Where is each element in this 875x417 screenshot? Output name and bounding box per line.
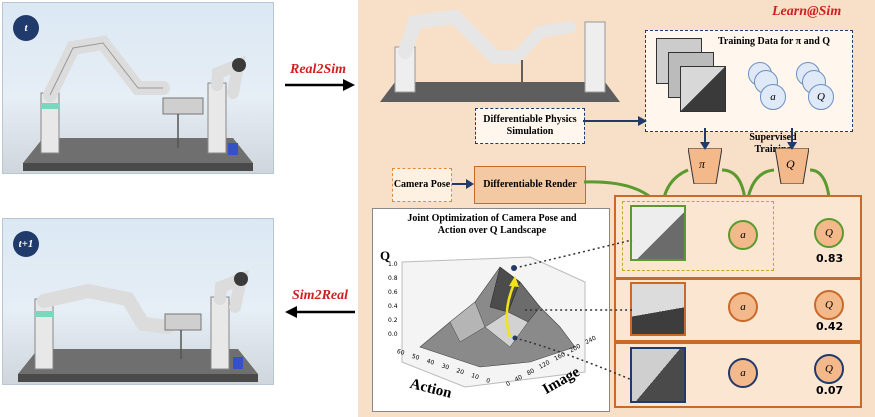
real-robot-image-t1: t+1 bbox=[2, 218, 274, 385]
plot-z-ticks: 1.0 0.8 0.6 0.4 0.2 0.0 bbox=[388, 258, 398, 342]
candidate-1-action: a bbox=[728, 220, 758, 250]
z-tick: 0.8 bbox=[388, 275, 398, 282]
robot-arms-illustration bbox=[23, 35, 253, 171]
candidate-2-q-value: 0.42 bbox=[816, 320, 844, 333]
q-node-label: Q bbox=[786, 157, 795, 171]
pi-node bbox=[688, 148, 722, 184]
sim-title: Learn@Sim bbox=[772, 4, 842, 19]
z-tick: 0.6 bbox=[388, 289, 398, 296]
candidate-3-q: Q bbox=[814, 354, 844, 384]
diff-physics-box: Differentiable Physics Simulation bbox=[475, 108, 585, 144]
train-a-circle-3: a bbox=[760, 84, 786, 110]
candidate-1-q: Q bbox=[814, 218, 844, 248]
candidate-3-q-value: 0.07 bbox=[816, 384, 844, 397]
sim-robot-render bbox=[380, 9, 620, 102]
supervised-training-label: Supervised Training bbox=[749, 132, 797, 155]
sim2real-arrow bbox=[285, 306, 355, 318]
sim2real-label: Sim2Real bbox=[292, 288, 349, 303]
plot-to-rows-connectors bbox=[514, 240, 633, 381]
candidate-3-action: a bbox=[728, 358, 758, 388]
z-tick: 1.0 bbox=[388, 261, 398, 268]
physics-to-data-arrow bbox=[583, 116, 647, 126]
candidate-1-q-value: 0.83 bbox=[816, 252, 844, 265]
diff-render-box: Differentiable Render bbox=[474, 166, 586, 204]
real2sim-label: Real2Sim bbox=[290, 62, 347, 77]
time-badge-t: t bbox=[13, 15, 39, 41]
train-q-circle-3: Q bbox=[808, 84, 834, 110]
training-data-label: Training Data for π and Q bbox=[718, 36, 831, 47]
selected-candidate-highlight bbox=[622, 201, 774, 271]
training-thumb-3 bbox=[680, 66, 726, 112]
real2sim-arrow bbox=[285, 79, 355, 91]
camera-pose-box: Camera Pose bbox=[392, 168, 452, 202]
candidate-3-image bbox=[630, 347, 686, 403]
real-robot-image-t: t bbox=[2, 2, 274, 174]
z-tick: 0.0 bbox=[388, 331, 398, 338]
robot-arms-illustration-next bbox=[18, 269, 258, 382]
supervision-arrows bbox=[700, 128, 797, 150]
plot-title: Joint Optimization of Camera Pose and Ac… bbox=[407, 213, 577, 236]
pose-to-render-arrow bbox=[452, 179, 474, 189]
z-tick: 0.2 bbox=[388, 317, 398, 324]
candidate-2-q: Q bbox=[814, 290, 844, 320]
q-node bbox=[775, 148, 809, 184]
pi-node-label: π bbox=[699, 157, 706, 171]
candidate-2-action: a bbox=[728, 292, 758, 322]
candidate-1-image bbox=[630, 205, 686, 261]
candidate-2-image bbox=[630, 282, 686, 336]
plot-z-label: Q bbox=[380, 248, 391, 263]
z-tick: 0.4 bbox=[388, 303, 398, 310]
time-badge-t1: t+1 bbox=[13, 231, 39, 257]
q-surface bbox=[401, 256, 586, 388]
